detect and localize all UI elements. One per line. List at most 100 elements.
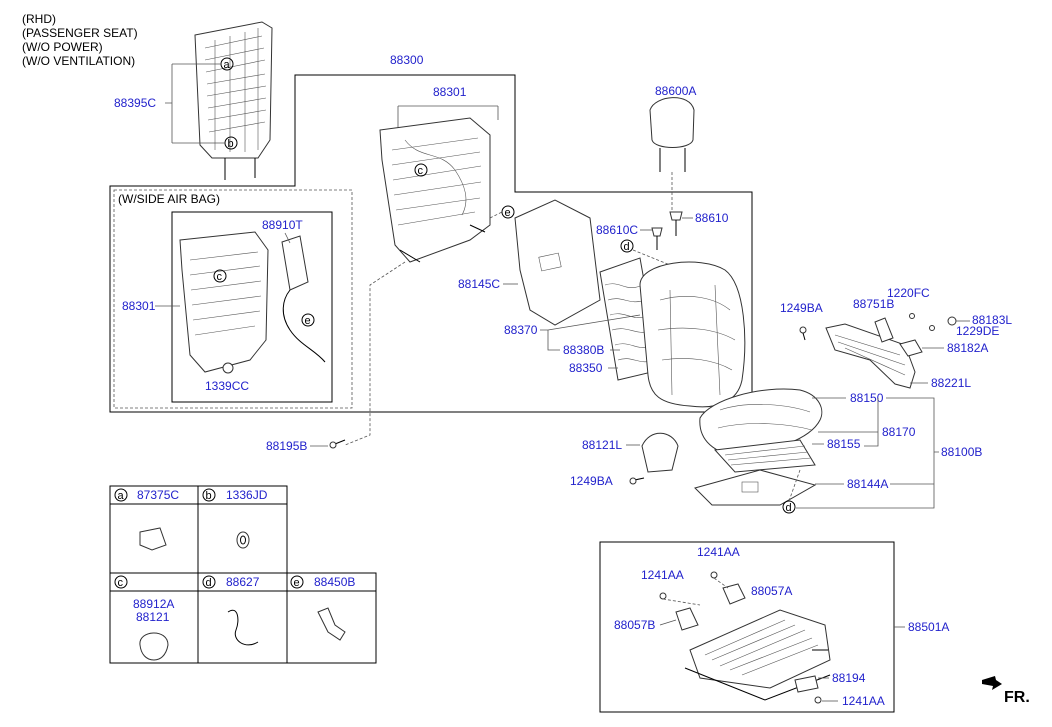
nut-1339CC bbox=[222, 362, 234, 374]
label-88370: 88370 bbox=[504, 323, 538, 337]
label-88150: 88150 bbox=[850, 391, 884, 405]
legend-c-clip-icon bbox=[139, 632, 169, 661]
legend-d-wire-icon bbox=[227, 609, 259, 646]
label-88301-box: 88301 bbox=[122, 299, 156, 313]
legend-d: d 88627 bbox=[202, 575, 260, 646]
bracket-88057A bbox=[722, 583, 746, 605]
callout-d-back-letter: d bbox=[624, 241, 630, 253]
leader-d-back bbox=[632, 249, 671, 266]
label-1241AA-top: 1241AA bbox=[697, 545, 740, 559]
front-direction-arrow: FR. bbox=[982, 676, 1030, 706]
side-airbag-box bbox=[113, 189, 353, 409]
side-shield-88221L bbox=[825, 323, 916, 389]
callout-c-top-letter: c bbox=[418, 165, 424, 177]
label-88751B: 88751B bbox=[853, 297, 894, 311]
label-1229DE: 1229DE bbox=[956, 324, 999, 338]
label-88057B: 88057B bbox=[614, 618, 655, 632]
pad-88145C bbox=[514, 199, 601, 326]
handle-88194 bbox=[794, 675, 819, 693]
legend-b-grommet-hole bbox=[240, 535, 246, 545]
callout-d-cushion-letter: d bbox=[786, 502, 792, 514]
screw-1220FC bbox=[909, 313, 915, 319]
label-88182A: 88182A bbox=[947, 341, 988, 355]
note-passenger-seat: (PASSENGER SEAT) bbox=[22, 26, 138, 40]
label-88350: 88350 bbox=[569, 361, 603, 375]
callout-d-back: d bbox=[620, 239, 634, 253]
leader-88195B-dashed bbox=[344, 261, 406, 446]
bracket-88057B bbox=[675, 607, 699, 631]
callout-e-box-letter: e bbox=[305, 315, 311, 327]
label-88145C: 88145C bbox=[458, 277, 500, 291]
lever-88751B bbox=[874, 317, 894, 343]
label-1249BA-low: 1249BA bbox=[570, 474, 613, 488]
note-rhd: (RHD) bbox=[22, 12, 56, 26]
callout-a-top-letter: a bbox=[224, 59, 231, 71]
bolt-88195B bbox=[329, 439, 346, 449]
seat-track-frame bbox=[684, 609, 831, 701]
knob-88182A bbox=[899, 339, 923, 357]
note-wo-ventilation: (W/O VENTILATION) bbox=[22, 54, 135, 68]
legend-e-part: 88450B bbox=[314, 575, 355, 589]
callout-c-top: c bbox=[414, 163, 428, 177]
label-88057A: 88057A bbox=[751, 584, 792, 598]
legend-a-clip-icon bbox=[139, 527, 167, 551]
label-1241AA-mid: 1241AA bbox=[641, 568, 684, 582]
leader-88057B bbox=[659, 619, 677, 626]
label-88300: 88300 bbox=[390, 53, 424, 67]
headrest-88600A bbox=[649, 97, 695, 172]
label-1241AA-bot: 1241AA bbox=[842, 694, 885, 708]
legend-d-letter: d bbox=[206, 577, 212, 589]
leader-e-top bbox=[489, 211, 503, 219]
leader-d-cushion bbox=[788, 469, 801, 502]
legend-c: c 88912A 88121 bbox=[114, 575, 174, 661]
seat-back-frame-88301 bbox=[379, 117, 491, 263]
label-1249BA-right: 1249BA bbox=[780, 301, 823, 315]
legend-d-part: 88627 bbox=[226, 575, 260, 589]
cushion-heater-88155 bbox=[713, 439, 816, 473]
leader-track-dashed bbox=[662, 577, 729, 606]
callout-c-box: c bbox=[213, 269, 227, 283]
bolt-1241AA-mid bbox=[659, 592, 667, 600]
label-88600A: 88600A bbox=[655, 84, 696, 98]
legend-b-grommet-icon bbox=[236, 531, 250, 549]
bolt-1249BA-low bbox=[629, 477, 645, 485]
airbag-seat-frame bbox=[179, 231, 269, 373]
legend-b-letter: b bbox=[206, 490, 212, 502]
callout-e-top-letter: e bbox=[505, 207, 511, 219]
notes: (RHD) (PASSENGER SEAT) (W/O POWER) (W/O … bbox=[22, 12, 138, 68]
callout-c-box-letter: c bbox=[217, 271, 223, 283]
legend-b-part: 1336JD bbox=[226, 488, 268, 502]
label-88195B: 88195B bbox=[266, 439, 307, 453]
label-88501A: 88501A bbox=[908, 620, 949, 634]
legend-c-part-2: 88121 bbox=[136, 610, 170, 624]
legend-c-letter: c bbox=[118, 577, 124, 589]
bolt-1241AA-top bbox=[710, 571, 718, 579]
legend-a-letter: a bbox=[118, 490, 125, 502]
legend-e: e 88450B bbox=[290, 575, 355, 641]
callout-e-box: e bbox=[301, 313, 315, 327]
legend-c-part-1: 88912A bbox=[133, 597, 174, 611]
label-1220FC: 1220FC bbox=[887, 286, 930, 300]
cap-88183L bbox=[947, 316, 957, 326]
label-88100B: 88100B bbox=[941, 445, 982, 459]
seat-back-cover-88395C bbox=[194, 21, 273, 180]
leader-88301-top bbox=[397, 105, 499, 130]
legend-table bbox=[109, 485, 377, 664]
label-88121L: 88121L bbox=[582, 438, 622, 452]
airbag-box-title: (W/SIDE AIR BAG) bbox=[118, 192, 220, 206]
leader-88395C bbox=[165, 63, 225, 144]
airbag-frame-box bbox=[171, 211, 333, 403]
front-label: FR. bbox=[1004, 689, 1030, 706]
arrow-icon bbox=[982, 676, 1002, 690]
label-88155: 88155 bbox=[827, 437, 861, 451]
bolt-1241AA-bot bbox=[814, 696, 822, 704]
legend-b: b 1336JD bbox=[202, 488, 268, 549]
guide-88610 bbox=[669, 211, 683, 236]
callout-b-top-letter: b bbox=[228, 138, 234, 150]
note-wo-power: (W/O POWER) bbox=[22, 40, 103, 54]
guide-88610C bbox=[651, 227, 663, 250]
leader-88910T bbox=[284, 232, 291, 244]
cushion-pad-88144A bbox=[694, 469, 817, 506]
legend-a: a 87375C bbox=[114, 488, 179, 551]
